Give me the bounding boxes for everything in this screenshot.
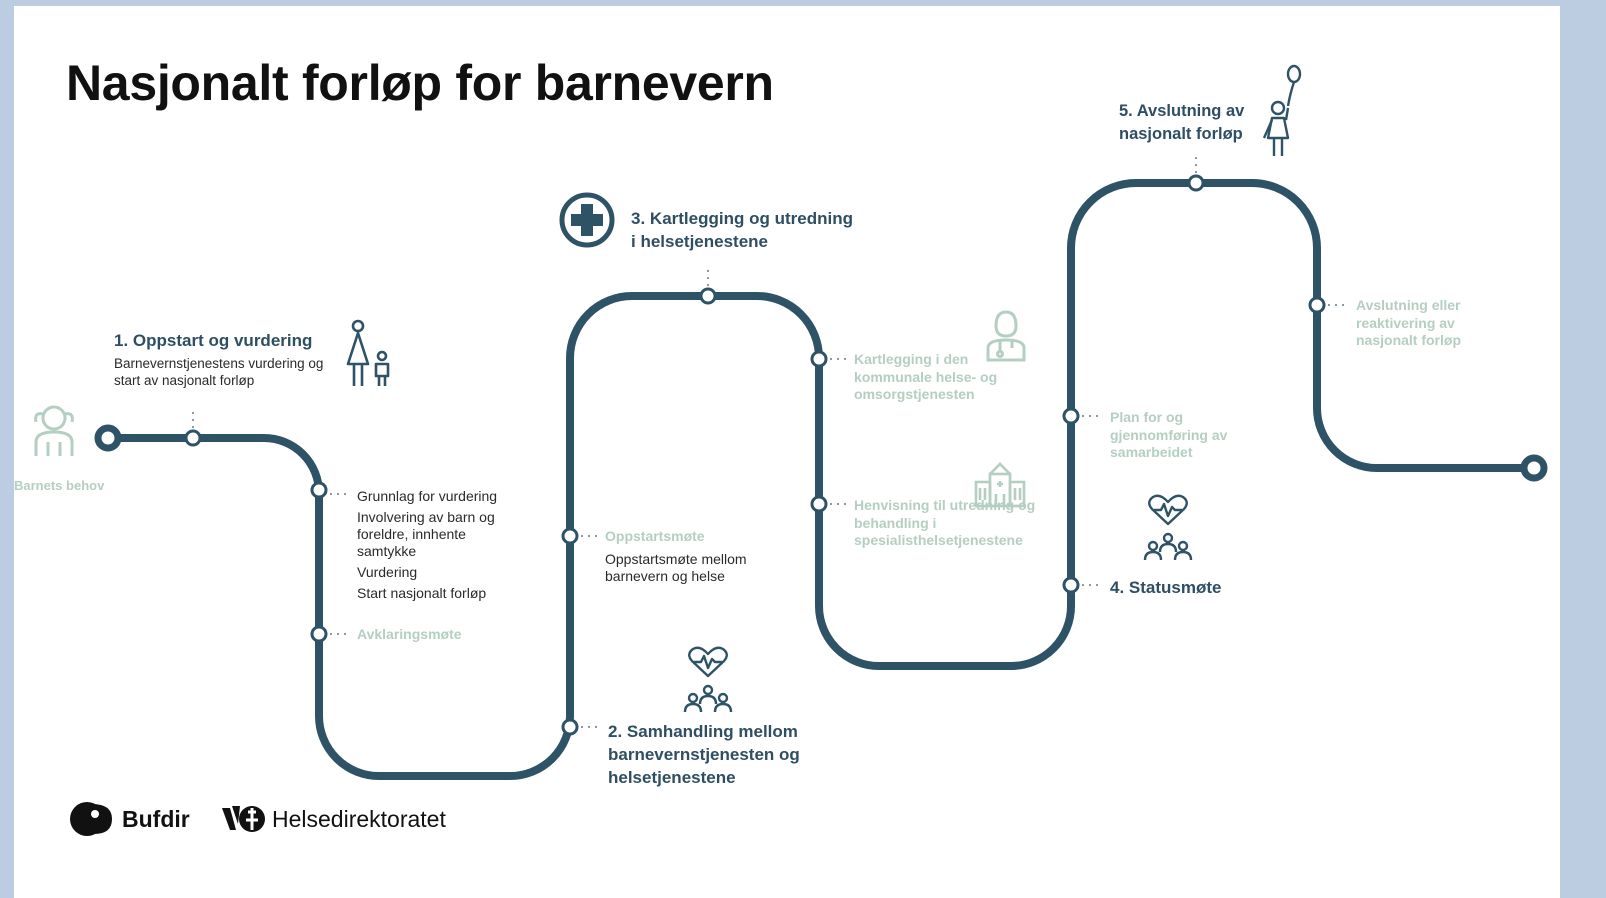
child-with-balloon-icon xyxy=(1262,64,1302,156)
stage-4-label: Statusmøte xyxy=(1128,578,1222,597)
helsedirektoratet-logo-icon xyxy=(222,806,265,832)
node-henvisning xyxy=(810,495,828,513)
journey-line xyxy=(104,179,1538,780)
vurdering-step-list: Grunnlag for vurdering Involvering av ba… xyxy=(357,488,527,602)
journey-path xyxy=(94,153,1548,780)
node-stage-3 xyxy=(699,287,717,305)
child-icon xyxy=(34,405,74,456)
node-oppstartsmote xyxy=(561,527,579,545)
avslutning-label: Avslutning eller reaktivering av nasjona… xyxy=(1356,297,1461,348)
node-statusmote xyxy=(1062,576,1080,594)
stage-2-line: Samhandling mellom xyxy=(626,722,798,741)
stage-3-line: i helsetjenestene xyxy=(631,232,769,251)
stage-3-title: 3. Kartlegging og utredning i helsetjene… xyxy=(631,207,853,253)
stage-1-description: Barnevernstjenestens vurdering og start … xyxy=(114,356,324,388)
doctor-icon xyxy=(986,310,1026,362)
plan-label: Plan for og gjennomføring av samarbeidet xyxy=(1110,409,1228,460)
page-title: Nasjonalt forløp for barnevern xyxy=(66,55,774,111)
bufdir-logo-icon xyxy=(70,802,112,836)
stage-5-line: Avslutning av xyxy=(1136,102,1245,120)
bufdir-logo: Bufdir xyxy=(68,800,190,838)
vurdering-step: Involvering av barn og foreldre, innhent… xyxy=(357,509,495,559)
stage-5-line: nasjonalt forløp xyxy=(1119,125,1243,143)
stage-1-label: Oppstart og vurdering xyxy=(132,331,313,350)
kartlegging-label: Kartlegging i den kommunale helse- og om… xyxy=(854,351,998,402)
stage-4-title: 4. Statusmøte xyxy=(1110,576,1222,599)
stage-2-line: barnevernstjenesten og xyxy=(608,745,800,764)
stage-3-number: 3. xyxy=(631,209,646,228)
vurdering-step: Grunnlag for vurdering xyxy=(357,488,498,504)
node-avklaringsmote xyxy=(310,625,328,643)
medical-cross-icon xyxy=(559,192,615,248)
heart-people-icon xyxy=(1143,494,1193,561)
helsedirektoratet-logo: Helsedirektoratet xyxy=(220,800,446,838)
helsedirektoratet-logo-text: Helsedirektoratet xyxy=(272,805,446,832)
oppstartsmote-label: Oppstartsmøte xyxy=(605,528,705,544)
vurdering-step: Start nasjonalt forløp xyxy=(357,585,487,601)
node-grunnlag xyxy=(310,481,328,499)
stage-1-title: 1. Oppstart og vurdering xyxy=(114,329,312,352)
henvisning-label: Henvisning til utredning og behandling i… xyxy=(854,497,1036,548)
node-avslutning xyxy=(1308,296,1326,314)
node-stage-1 xyxy=(184,429,202,447)
hospital-building-icon xyxy=(974,462,1026,508)
node-stage-2 xyxy=(561,718,579,736)
heart-people-icon xyxy=(683,646,733,713)
slide: Nasjonalt forløp for barnevern xyxy=(14,6,1560,898)
stage-2-number: 2. xyxy=(608,722,623,741)
stage-1-number: 1. xyxy=(114,331,129,350)
node-plan xyxy=(1062,407,1080,425)
node-stage-5 xyxy=(1187,174,1205,192)
stage-3-line: Kartlegging og utredning xyxy=(649,209,853,228)
avklaringsmote-label: Avklaringsmøte xyxy=(357,626,462,642)
start-label: Barnets behov xyxy=(14,478,105,493)
stage-5-number: 5. xyxy=(1119,102,1133,120)
stage-5-title: 5. Avslutning av nasjonalt forløp xyxy=(1119,100,1244,146)
parent-and-child-icon xyxy=(346,319,390,386)
stage-4-number: 4. xyxy=(1110,578,1125,597)
bufdir-logo-text: Bufdir xyxy=(122,805,190,832)
vurdering-step: Vurdering xyxy=(357,564,418,580)
stage-2-title: 2. Samhandling mellom barnevernstjeneste… xyxy=(608,720,800,789)
node-kartlegging xyxy=(810,350,828,368)
stage-2-line: helsetjenestene xyxy=(608,768,736,787)
start-node xyxy=(94,424,122,452)
oppstartsmote-description: Oppstartsmøte mellom barnevern og helse xyxy=(605,551,747,584)
end-node xyxy=(1520,454,1548,482)
